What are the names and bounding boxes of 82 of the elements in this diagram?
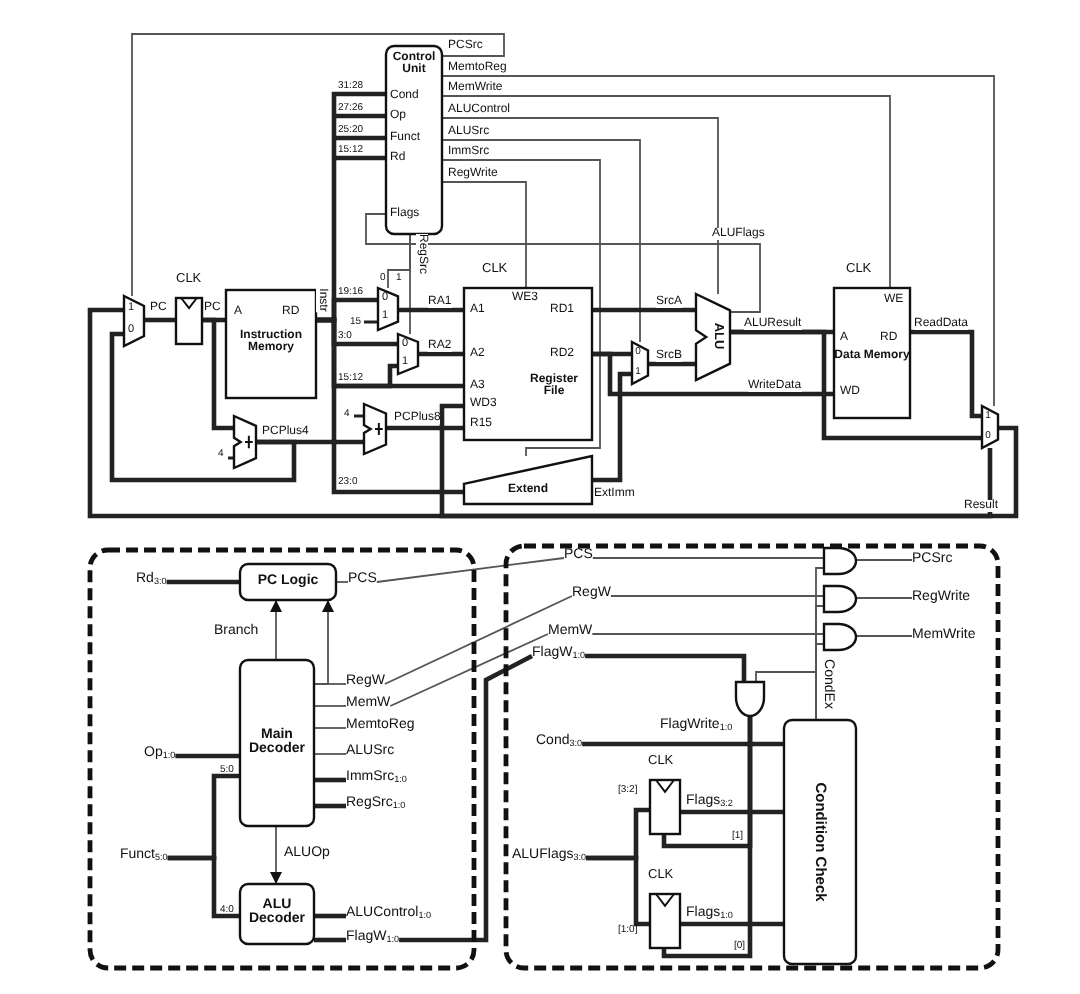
signal-wire <box>384 595 573 685</box>
signal-wire <box>109 331 297 483</box>
decoder-block <box>240 660 314 826</box>
signal-wire <box>335 581 349 583</box>
register <box>650 780 680 834</box>
adder <box>364 404 386 454</box>
signal-wire <box>592 351 834 397</box>
multiplexer <box>632 342 648 384</box>
signal-wire <box>175 753 240 759</box>
multiplexer <box>982 406 998 448</box>
signal-wire <box>441 159 601 457</box>
memory-block <box>834 288 910 418</box>
signal-wire <box>585 653 747 682</box>
signal-wire <box>375 557 565 583</box>
signal-wire <box>648 361 696 367</box>
signal-wire <box>910 329 982 419</box>
signal-wire <box>439 403 993 519</box>
signal-wire <box>855 635 913 637</box>
signal-wire <box>730 329 982 441</box>
signal-wire <box>441 117 719 295</box>
condition-check-block <box>784 720 856 964</box>
signal-wire <box>441 181 527 289</box>
signal-wire <box>144 317 176 323</box>
multiplexer <box>124 296 144 346</box>
signal-wire <box>591 633 825 635</box>
extend-block <box>464 456 592 504</box>
signal-wire <box>661 716 753 959</box>
signal-wire <box>409 233 411 335</box>
signal-wire <box>418 351 464 357</box>
logic-block <box>240 564 336 600</box>
signal-wire <box>389 633 549 707</box>
signal-wire <box>592 307 696 313</box>
register <box>650 894 680 948</box>
signal-wire <box>167 855 240 919</box>
signal-wire <box>441 95 891 289</box>
signal-wire <box>202 317 234 431</box>
signal-wire <box>855 559 913 561</box>
signal-wire <box>399 653 534 943</box>
and-gate <box>824 624 856 650</box>
signal-wire <box>398 307 464 313</box>
signal-wire <box>365 213 761 313</box>
signal-wire <box>591 557 825 559</box>
signal-wire <box>582 741 784 747</box>
arrow <box>270 825 282 885</box>
signal-wire <box>592 371 632 483</box>
signal-wire <box>131 33 505 297</box>
signal-wire <box>316 317 464 495</box>
signal-wire <box>314 913 346 919</box>
signal-wire <box>680 921 784 927</box>
signal-wire <box>386 425 464 431</box>
control-unit-box <box>386 46 442 234</box>
signal-wire <box>314 803 346 809</box>
signal-wire <box>314 937 346 943</box>
signal-wire <box>166 579 240 585</box>
signal-wire <box>313 753 347 755</box>
multiplexer <box>378 288 398 330</box>
and-gate <box>824 586 856 612</box>
signal-wire <box>441 139 641 343</box>
multiplexer <box>398 334 418 374</box>
register <box>176 298 202 344</box>
signal-wire <box>755 671 817 721</box>
signal-wire <box>313 727 347 729</box>
arrow <box>270 599 282 661</box>
and-gate <box>736 682 764 716</box>
signal-wire <box>441 75 995 407</box>
signal-wire <box>87 307 1019 519</box>
and-gate <box>824 548 856 574</box>
register-file-block <box>464 288 592 440</box>
signal-wire <box>313 683 347 685</box>
signal-wire <box>855 597 913 599</box>
signal-wire <box>256 439 364 445</box>
signal-wire <box>610 595 825 597</box>
adder <box>234 416 256 468</box>
memory-block <box>226 290 316 398</box>
signal-wire <box>313 705 347 707</box>
decoder-block <box>240 884 314 944</box>
signal-wire <box>586 855 650 927</box>
dashed-frame <box>504 544 1000 970</box>
alu-block <box>696 294 730 380</box>
dashed-frame <box>88 548 476 970</box>
signal-wire <box>680 809 784 815</box>
signal-wire <box>314 777 346 783</box>
